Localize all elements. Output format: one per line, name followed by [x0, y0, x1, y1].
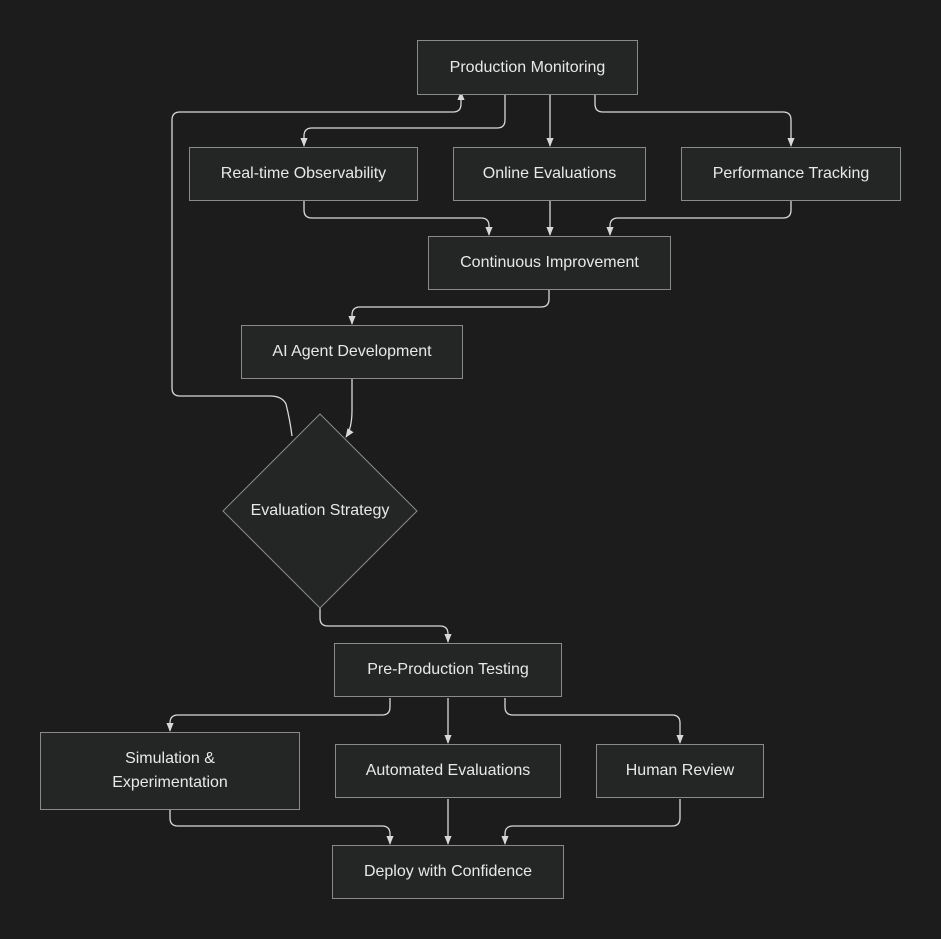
- human-review-label: Human Review: [625, 762, 735, 779]
- edge-strategy-to-preproduction: [319, 607, 452, 643]
- continuous-improvement-label: Continuous Improvement: [460, 254, 639, 271]
- simulation-experimentation-label: Simulation & Experimentation: [112, 750, 228, 791]
- performance-tracking-label: Performance Tracking: [712, 165, 870, 182]
- edge-development-to-strategy: [345, 379, 354, 438]
- production-monitoring-node: Production Monitoring: [417, 40, 638, 95]
- automated-evaluations-node: Automated Evaluations: [335, 744, 561, 798]
- edge-performance-to-improvement: [606, 201, 792, 236]
- evaluation-strategy-diamond: [222, 413, 418, 609]
- realtime-observability-node: Real-time Observability: [189, 147, 418, 201]
- online-evaluations-label: Online Evaluations: [482, 165, 617, 182]
- edge-preproduction-to-simulation: [166, 698, 391, 732]
- ai-agent-development-node: AI Agent Development: [241, 325, 463, 379]
- edge-improvement-to-development: [348, 290, 550, 325]
- deploy-with-confidence-label: Deploy with Confidence: [363, 863, 533, 880]
- edge-observability-to-improvement: [303, 201, 493, 236]
- performance-tracking-node: Performance Tracking: [681, 147, 901, 201]
- edge-human-review-to-deploy: [501, 799, 681, 845]
- edge-simulation-to-deploy: [169, 810, 394, 845]
- pre-production-testing-node: Pre-Production Testing: [334, 643, 562, 697]
- edge-monitoring-to-performance-tracking: [594, 95, 795, 147]
- human-review-node: Human Review: [596, 744, 764, 798]
- ai-agent-development-label: AI Agent Development: [272, 343, 432, 360]
- edge-monitoring-to-observability: [300, 95, 506, 147]
- simulation-experimentation-node: Simulation & Experimentation: [40, 732, 300, 810]
- edge-preproduction-to-human-review: [504, 698, 684, 744]
- edge-strategy-loop-to-monitoring: [171, 91, 465, 437]
- online-evaluations-node: Online Evaluations: [453, 147, 646, 201]
- evaluation-strategy-label: Evaluation Strategy: [250, 502, 390, 519]
- realtime-observability-label: Real-time Observability: [220, 165, 387, 182]
- automated-evaluations-label: Automated Evaluations: [365, 762, 531, 779]
- production-monitoring-label: Production Monitoring: [449, 58, 606, 76]
- pre-production-testing-label: Pre-Production Testing: [367, 661, 529, 678]
- evaluation-strategy-label-wrap: Evaluation Strategy: [238, 497, 402, 525]
- deploy-with-confidence-node: Deploy with Confidence: [332, 845, 564, 899]
- continuous-improvement-node: Continuous Improvement: [428, 236, 671, 290]
